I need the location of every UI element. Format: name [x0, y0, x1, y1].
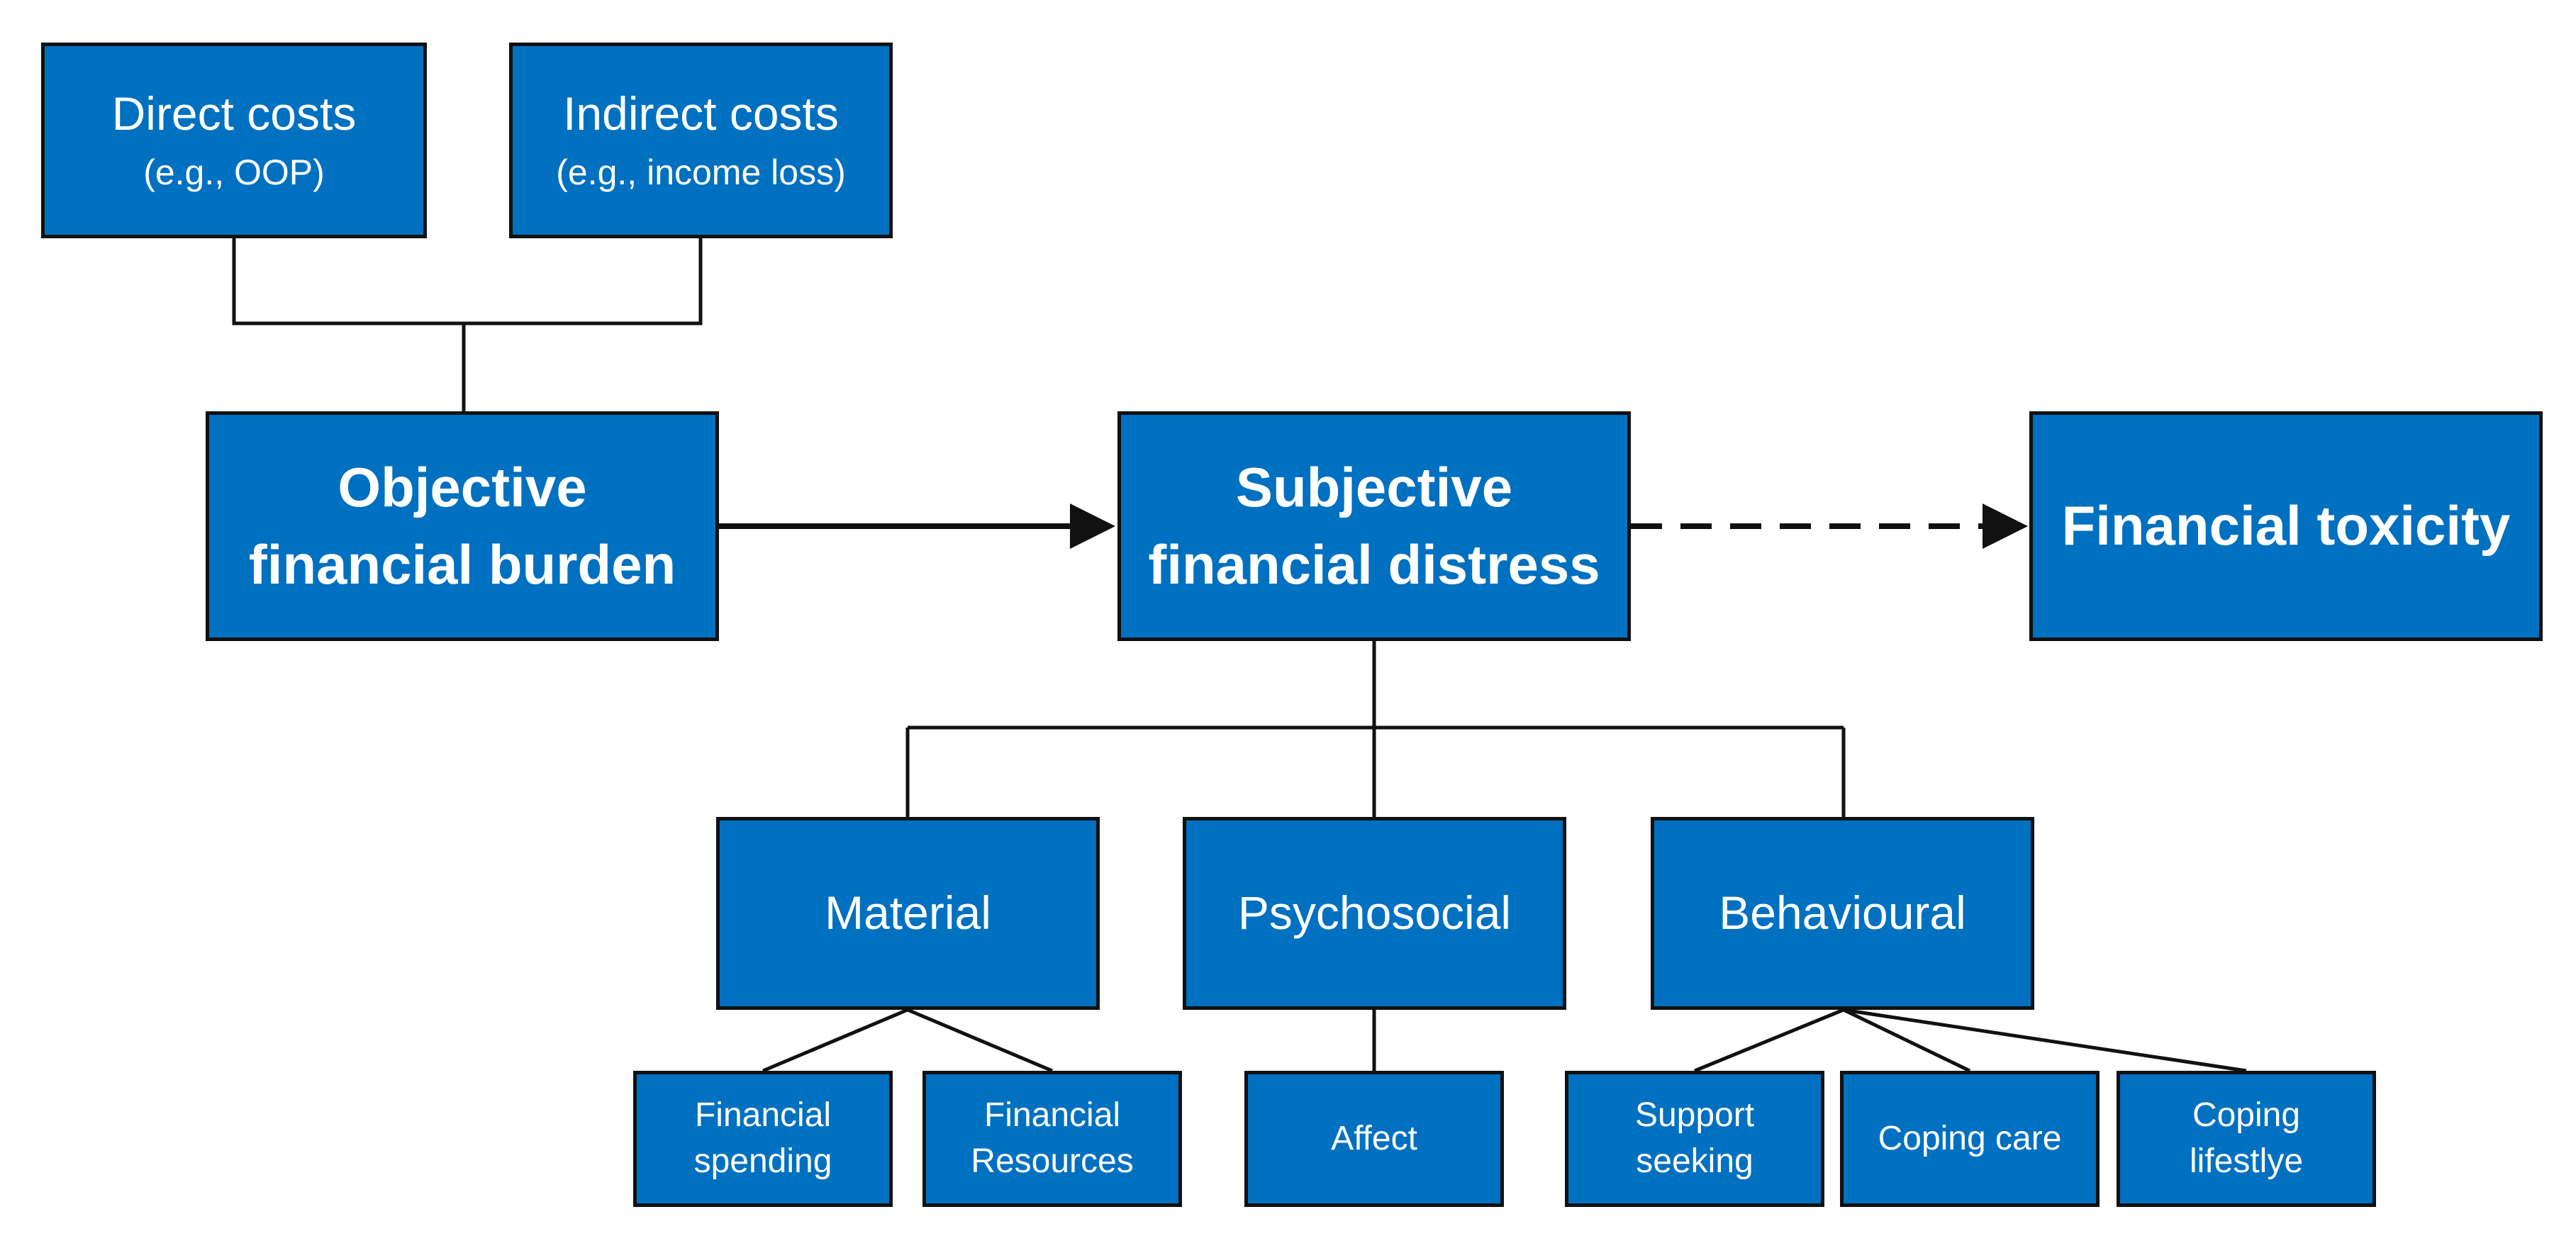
direct-costs-title: Direct costs [111, 87, 357, 140]
financial-spending-line1: Financial [694, 1096, 832, 1135]
subjective-distress-box: Subjective financial distress [1117, 411, 1631, 641]
behavioural-label: Behavioural [1719, 886, 1966, 940]
material-box: Material [716, 817, 1100, 1010]
direct-costs-subtitle: (e.g., OOP) [143, 152, 325, 193]
financial-toxicity-box: Financial toxicity [2029, 411, 2543, 641]
financial-toxicity-label: Financial toxicity [2061, 494, 2511, 557]
connector-behavioural-coping-care [1842, 1008, 1971, 1073]
indirect-costs-title: Indirect costs [563, 87, 839, 140]
behavioural-box: Behavioural [1651, 817, 2034, 1010]
coping-lifestyle-line1: Coping [2192, 1096, 2301, 1135]
psychosocial-label: Psychosocial [1237, 886, 1512, 940]
direct-costs-box: Direct costs (e.g., OOP) [41, 43, 427, 238]
connector-behavioural-support [1694, 1008, 1844, 1073]
connector-direct-costs [232, 238, 464, 325]
connector-material-resources [907, 1008, 1053, 1073]
connector-material-spending [762, 1008, 908, 1073]
indirect-costs-box: Indirect costs (e.g., income loss) [509, 43, 893, 238]
affect-box: Affect [1244, 1071, 1504, 1207]
indirect-costs-subtitle: (e.g., income loss) [556, 152, 846, 193]
coping-care-label: Coping care [1878, 1119, 2062, 1157]
financial-resources-box: Financial Resources [922, 1071, 1182, 1207]
support-seeking-line1: Support [1634, 1096, 1755, 1135]
coping-care-box: Coping care [1840, 1071, 2100, 1207]
objective-burden-box: Objective financial burden [206, 411, 719, 641]
financial-resources-line1: Financial [983, 1096, 1121, 1135]
financial-spending-line2: spending [693, 1142, 832, 1180]
material-label: Material [825, 886, 991, 940]
subjective-distress-line2: financial distress [1148, 533, 1600, 596]
support-seeking-line2: seeking [1636, 1142, 1753, 1180]
coping-lifestyle-box: Coping lifestlye [2117, 1071, 2376, 1207]
support-seeking-box: Support seeking [1565, 1071, 1824, 1207]
objective-burden-line2: financial burden [248, 533, 676, 596]
connector-behavioural-coping-lifestyle [1843, 1008, 2247, 1073]
financial-resources-line2: Resources [971, 1142, 1134, 1180]
connector-indirect-costs [464, 238, 703, 325]
financial-spending-box: Financial spending [633, 1071, 893, 1207]
subjective-distress-line1: Subjective [1235, 455, 1513, 518]
psychosocial-box: Psychosocial [1183, 817, 1566, 1010]
coping-lifestyle-line2: lifestlye [2189, 1142, 2304, 1180]
affect-label: Affect [1331, 1119, 1417, 1157]
objective-burden-line1: Objective [338, 455, 587, 518]
